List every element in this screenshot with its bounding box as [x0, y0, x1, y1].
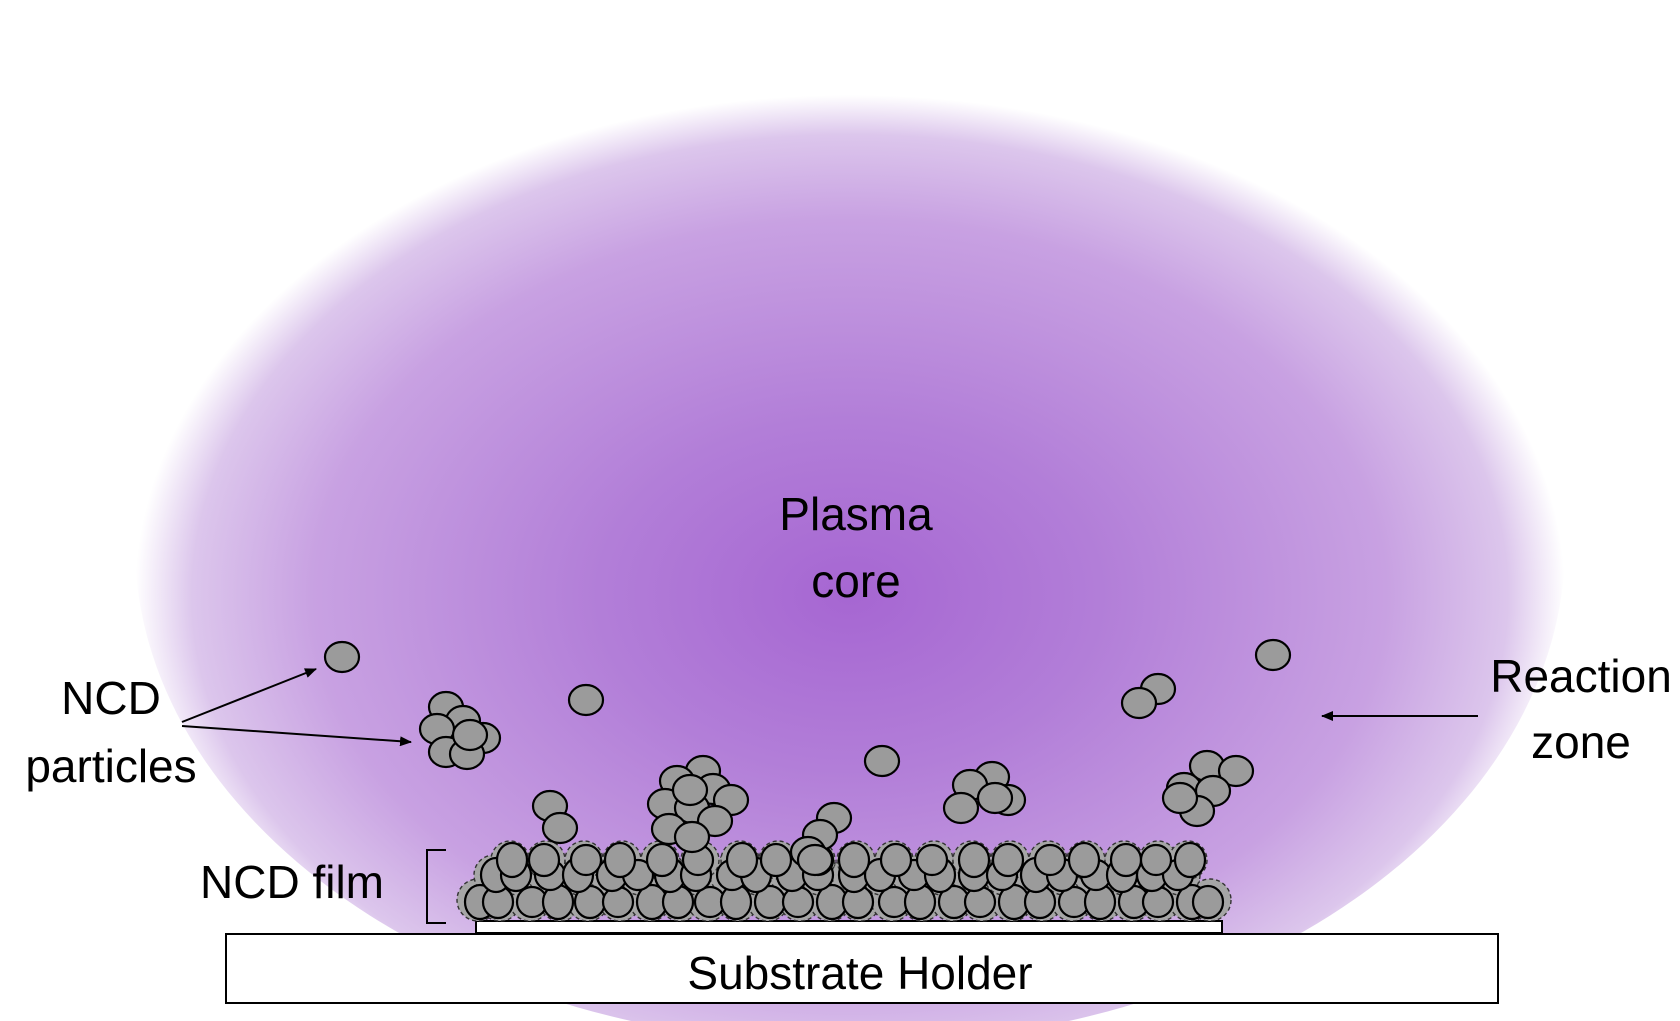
ncd-particle: [796, 843, 834, 877]
ncd-film-grain: [1067, 841, 1101, 879]
ncd-film-annotation: NCD film: [200, 849, 446, 924]
ncd-film-grain: [1173, 841, 1207, 879]
cluster-small: [789, 801, 853, 877]
ncd-particles-arrow-upper: [181, 668, 317, 723]
ncd-film-grain: [1141, 885, 1175, 919]
ncd-film-grain: [957, 841, 991, 879]
ncd-film-grain: [915, 843, 949, 877]
ncd-particle: [863, 744, 901, 778]
ncd-film-grain: [1109, 842, 1143, 878]
ncd-particle: [673, 820, 711, 854]
ncd-film-bracket: [426, 849, 446, 924]
ncd-film-grain: [603, 841, 637, 879]
cluster-right: [1161, 749, 1255, 828]
ncd-particles-group: [323, 638, 1292, 877]
ncd-particle: [1161, 781, 1199, 815]
ncd-film-label: NCD film: [200, 856, 384, 908]
ncd-particle: [976, 781, 1014, 815]
ncd-particle: [942, 791, 980, 825]
plasma-core-label-line2: core: [811, 555, 900, 607]
ncd-film-grain: [569, 843, 603, 877]
single-particle-center: [863, 744, 901, 778]
ncd-particles-arrow-lower: [181, 725, 412, 747]
reaction-zone-label-line2: zone: [1531, 716, 1631, 768]
substrate-wafer: [475, 920, 1223, 934]
ncd-particles-label-line2: particles: [25, 740, 196, 792]
cluster-center: [646, 754, 750, 854]
ncd-particles-annotation: NCD particles: [25, 668, 412, 792]
ncd-film-grain: [601, 885, 635, 919]
ncd-film-grain: [963, 885, 997, 919]
ncd-film-grain: [837, 841, 871, 879]
ncd-particle: [541, 811, 579, 845]
ncd-film-grain: [1139, 843, 1173, 877]
substrate-holder-label: Substrate Holder: [687, 947, 1032, 999]
single-particle-center-left: [567, 683, 605, 717]
pair-right: [1120, 672, 1177, 720]
ncd-film-grain: [879, 842, 913, 878]
ncd-film-grain: [781, 885, 815, 919]
ncd-film-grain: [645, 842, 679, 878]
plasma-core-label: Plasma core: [779, 488, 933, 607]
single-particle-left: [323, 640, 361, 674]
ncd-particle: [671, 773, 709, 807]
ncd-film-grain: [1033, 843, 1067, 877]
ncd-particle: [451, 718, 489, 752]
ncd-film-grain: [1191, 884, 1225, 920]
ncd-film-grain: [527, 842, 561, 878]
single-particle-right: [1254, 638, 1292, 672]
ncd-particle: [1217, 754, 1255, 788]
ncd-particle: [1120, 686, 1158, 720]
ncd-film-grain: [991, 842, 1025, 878]
reaction-zone-label-line1: Reaction: [1490, 650, 1672, 702]
ncd-film-grain: [759, 842, 793, 878]
cluster-right-small: [942, 760, 1027, 825]
ncd-film-grain: [495, 841, 529, 879]
ncd-particles-label-line1: NCD: [61, 672, 161, 724]
plasma-core-label-line1: Plasma: [779, 488, 933, 540]
pair-left: [531, 789, 579, 845]
substrate-holder: [225, 933, 1499, 1004]
ncd-film-grain: [725, 841, 759, 879]
ncd-particle: [1254, 638, 1292, 672]
reaction-zone-annotation: Reaction zone: [1321, 650, 1672, 768]
cluster-left: [418, 690, 502, 771]
ncd-film-particles: [456, 840, 1232, 922]
ncd-particle: [323, 640, 361, 674]
ncd-particle: [567, 683, 605, 717]
